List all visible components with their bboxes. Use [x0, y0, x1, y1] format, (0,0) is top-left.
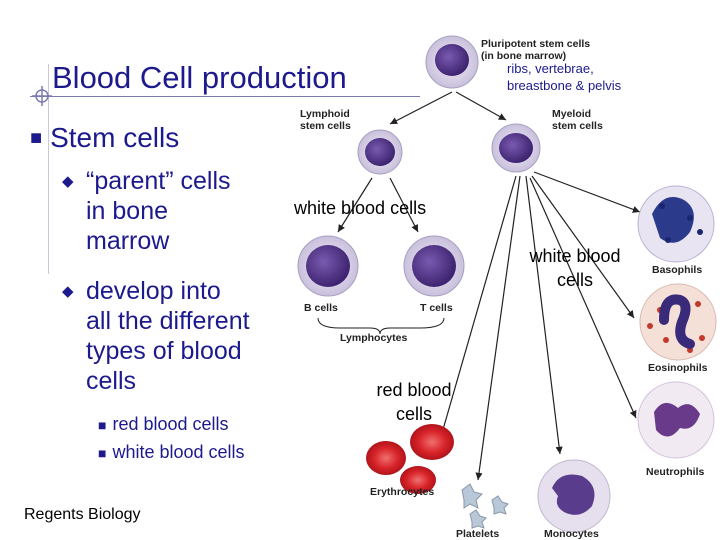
arrow: [337, 177, 373, 233]
myeloid-stem-cell: [491, 123, 541, 173]
label-myeloid: Myeloid stem cells: [552, 108, 603, 132]
arrow: [438, 175, 517, 441]
square-bullet-icon: ■: [98, 445, 107, 461]
callout-white-blood-cells: white blood cells: [294, 198, 427, 218]
small-item-white: ■white blood cells: [98, 442, 245, 462]
arrow: [455, 91, 507, 121]
bullet-stem-cells: ■ Stem cells: [30, 122, 179, 154]
footer-label: Regents Biology: [24, 506, 141, 523]
label-monocytes: Monocytes: [544, 528, 599, 540]
arrow: [389, 91, 453, 125]
label-b-cells: B cells: [304, 302, 338, 314]
arrow: [533, 171, 641, 213]
ribs-note: ribs, vertebrae, breastbone & pelvis: [507, 61, 622, 93]
page-title: Blood Cell production: [52, 60, 347, 95]
diamond-bullet-icon: ◆: [62, 283, 74, 300]
label-erythrocytes: Erythrocytes: [370, 486, 435, 498]
square-bullet-icon: ■: [98, 417, 107, 433]
label-basophils: Basophils: [652, 264, 703, 276]
title-underline: [30, 96, 420, 97]
neutrophil-cell: [637, 381, 715, 459]
arrow: [525, 175, 563, 455]
basophil-cell: [637, 185, 715, 263]
arrow: [475, 175, 521, 481]
label-t-cells: T cells: [420, 302, 453, 314]
label-lymphoid: Lymphoid stem cells: [300, 108, 351, 132]
eosinophil-cell: [639, 283, 717, 361]
bullet-stem-cells-label: Stem cells: [50, 122, 180, 153]
label-platelets: Platelets: [456, 528, 500, 540]
t-cell: [403, 235, 465, 297]
monocyte-cell: [537, 459, 611, 533]
arrow: [529, 177, 637, 419]
label-lymphocytes: Lymphocytes: [340, 332, 408, 344]
sub-item-develop: develop into all the different types of …: [86, 277, 250, 395]
lymphocytes-bracket: [317, 317, 445, 335]
callout-red-blood-cells: red blood cells: [376, 380, 452, 424]
pluripotent-stem-cell: [425, 35, 479, 89]
diamond-bullet-icon: ◆: [62, 173, 74, 190]
small-item-red: ■red blood cells: [98, 414, 229, 434]
lymphoid-stem-cell: [357, 129, 403, 175]
arrow: [389, 177, 419, 233]
sub-item-parent-cells: “parent” cells in bone marrow: [86, 167, 231, 255]
square-bullet-icon: ■: [30, 127, 43, 149]
callout-white-blood-cells-2: white blood cells: [529, 246, 621, 290]
label-pluripotent: Pluripotent stem cells (in bone marrow): [481, 38, 591, 62]
crosshair-icon: [32, 86, 52, 106]
erythrocytes: [366, 424, 454, 494]
platelets: [461, 483, 509, 529]
title-vertical-rule: [48, 64, 49, 274]
b-cell: [297, 235, 359, 297]
label-neutrophils: Neutrophils: [646, 466, 705, 478]
arrow: [531, 175, 635, 319]
label-eosinophils: Eosinophils: [648, 362, 708, 374]
